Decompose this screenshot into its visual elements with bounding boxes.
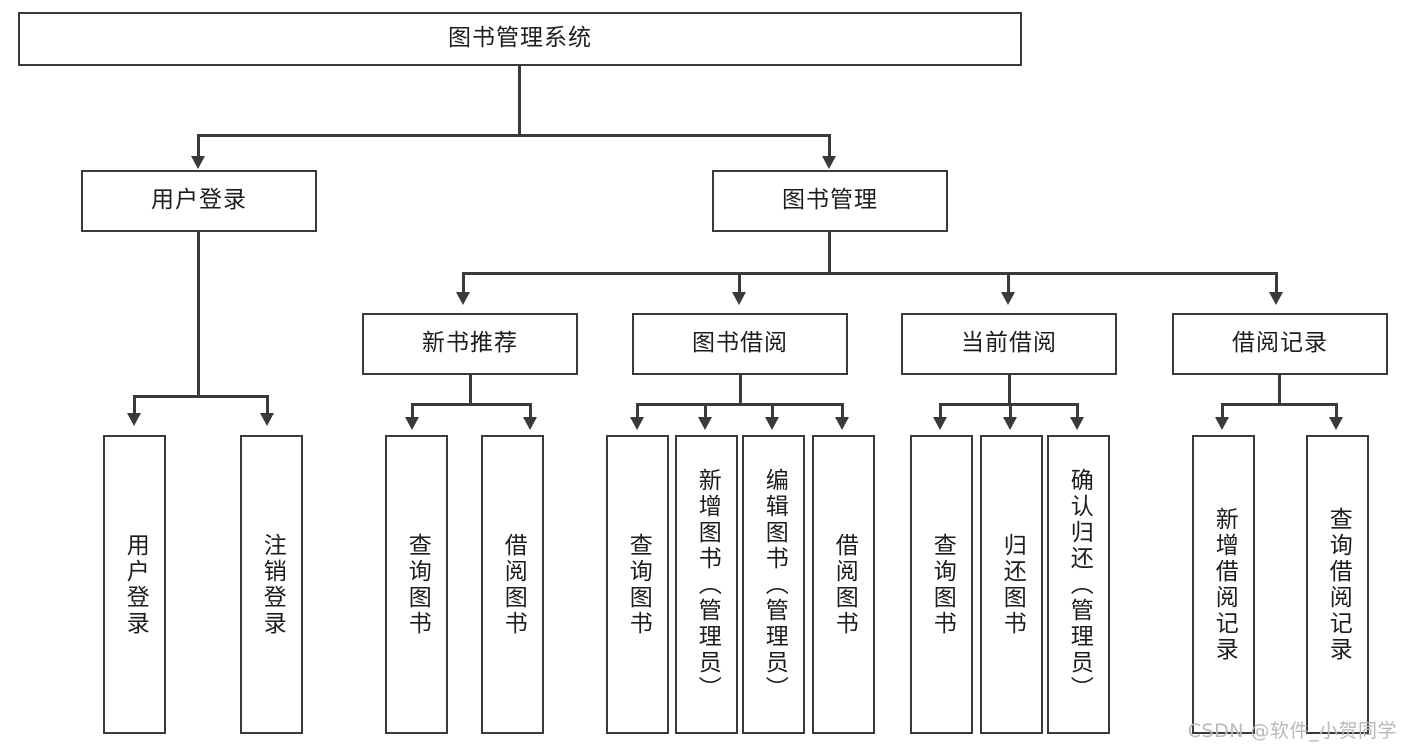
leaf-label: 确认归还（管理员）: [1066, 467, 1093, 702]
edge-level3-drop-1: [462, 272, 465, 294]
edge-record-stem: [1278, 375, 1281, 405]
leaf-borrow-book-recommend[interactable]: 借阅图书: [481, 435, 544, 734]
edge-current-drop-3: [1076, 403, 1079, 419]
arrowhead-leaf-confirm-return: [1070, 417, 1084, 430]
leaf-query-book-borrow[interactable]: 查询图书: [606, 435, 669, 734]
edge-root-stem: [518, 66, 521, 136]
edge-borrow-drop-3: [771, 403, 774, 419]
leaf-query-book-recommend[interactable]: 查询图书: [385, 435, 448, 734]
edge-user-login-drop-1: [133, 395, 136, 415]
leaf-logout-login[interactable]: 注销登录: [240, 435, 303, 734]
edge-current-drop-2: [1009, 403, 1012, 419]
edge-recommend-bus: [411, 403, 532, 406]
node-label: 图书借阅: [692, 330, 788, 357]
arrowhead-leaf-query-record: [1329, 417, 1343, 430]
node-label: 借阅记录: [1232, 330, 1328, 357]
edge-recommend-drop-1: [411, 403, 414, 419]
node-new-book-recommend[interactable]: 新书推荐: [362, 313, 578, 375]
leaf-label: 查询图书: [625, 532, 652, 637]
edge-user-login-stem: [197, 232, 200, 397]
edge-current-stem: [1008, 375, 1011, 405]
leaf-label: 用户登录: [122, 532, 149, 637]
edge-borrow-stem: [739, 375, 742, 405]
leaf-label: 查询图书: [929, 532, 956, 637]
edge-current-drop-1: [939, 403, 942, 419]
leaf-label: 编辑图书（管理员）: [761, 467, 788, 702]
node-current-borrow[interactable]: 当前借阅: [901, 313, 1117, 375]
leaf-label: 新增图书（管理员）: [694, 467, 721, 702]
node-root-book-management-system[interactable]: 图书管理系统: [18, 12, 1022, 66]
leaf-return-book[interactable]: 归还图书: [980, 435, 1043, 734]
arrowhead-leaf-edit-book: [765, 417, 779, 430]
arrowhead-leaf-logout-login: [260, 413, 274, 426]
leaf-label: 借阅图书: [500, 532, 527, 637]
edge-level3-drop-4: [1275, 272, 1278, 294]
edge-borrow-drop-1: [636, 403, 639, 419]
node-label: 图书管理: [782, 187, 878, 214]
edge-user-login-bus: [133, 395, 269, 398]
edge-recommend-drop-2: [529, 403, 532, 419]
edge-root-drop-left: [197, 134, 200, 159]
edge-borrow-drop-4: [841, 403, 844, 419]
leaf-add-book-admin[interactable]: 新增图书（管理员）: [675, 435, 738, 734]
leaf-query-book-current[interactable]: 查询图书: [910, 435, 973, 734]
leaf-add-borrow-record[interactable]: 新增借阅记录: [1192, 435, 1255, 734]
leaf-query-borrow-record[interactable]: 查询借阅记录: [1306, 435, 1369, 734]
leaf-confirm-return-admin[interactable]: 确认归还（管理员）: [1047, 435, 1110, 734]
leaf-label: 新增借阅记录: [1211, 506, 1238, 663]
leaf-label: 借阅图书: [831, 532, 858, 637]
watermark-text: CSDN @软件_小贺同学: [1187, 720, 1397, 742]
edge-borrow-drop-2: [704, 403, 707, 419]
leaf-edit-book-admin[interactable]: 编辑图书（管理员）: [742, 435, 805, 734]
arrowhead-leaf-borrow-book-2: [835, 417, 849, 430]
node-label: 图书管理系统: [448, 25, 592, 52]
edge-user-login-drop-2: [266, 395, 269, 415]
arrowhead-leaf-borrow-book-1: [523, 417, 537, 430]
node-book-management[interactable]: 图书管理: [712, 170, 948, 232]
arrowhead-leaf-add-book: [698, 417, 712, 430]
edge-level3-drop-2: [738, 272, 741, 294]
leaf-user-login[interactable]: 用户登录: [103, 435, 166, 734]
node-label: 用户登录: [151, 187, 247, 214]
edge-book-management-stem: [828, 232, 831, 274]
edge-recommend-stem: [469, 375, 472, 405]
arrowhead-leaf-return-book: [1003, 417, 1017, 430]
edge-borrow-bus: [636, 403, 844, 406]
edge-record-drop-1: [1221, 403, 1224, 419]
arrowhead-new-book-recommend: [456, 292, 470, 305]
node-label: 当前借阅: [961, 330, 1057, 357]
leaf-borrow-book[interactable]: 借阅图书: [812, 435, 875, 734]
edge-root-bus: [197, 134, 831, 137]
leaf-label: 查询借阅记录: [1325, 506, 1352, 663]
edge-level3-bus: [462, 272, 1278, 275]
arrowhead-book-management: [822, 156, 836, 169]
arrowhead-book-borrow: [732, 292, 746, 305]
leaf-label: 注销登录: [259, 532, 286, 637]
edge-root-drop-right: [828, 134, 831, 159]
leaf-label: 归还图书: [999, 532, 1026, 637]
node-user-login[interactable]: 用户登录: [81, 170, 317, 232]
arrowhead-user-login: [191, 156, 205, 169]
arrowhead-leaf-user-login: [127, 413, 141, 426]
edge-record-drop-2: [1335, 403, 1338, 419]
node-label: 新书推荐: [422, 330, 518, 357]
arrowhead-leaf-query-book-2: [630, 417, 644, 430]
leaf-label: 查询图书: [404, 532, 431, 637]
arrowhead-current-borrow: [1001, 292, 1015, 305]
arrowhead-leaf-query-book-1: [405, 417, 419, 430]
arrowhead-borrow-record: [1269, 292, 1283, 305]
node-book-borrow[interactable]: 图书借阅: [632, 313, 848, 375]
edge-record-bus: [1221, 403, 1338, 406]
node-borrow-record[interactable]: 借阅记录: [1172, 313, 1388, 375]
edge-level3-drop-3: [1007, 272, 1010, 294]
arrowhead-leaf-add-record: [1215, 417, 1229, 430]
arrowhead-leaf-query-book-3: [933, 417, 947, 430]
